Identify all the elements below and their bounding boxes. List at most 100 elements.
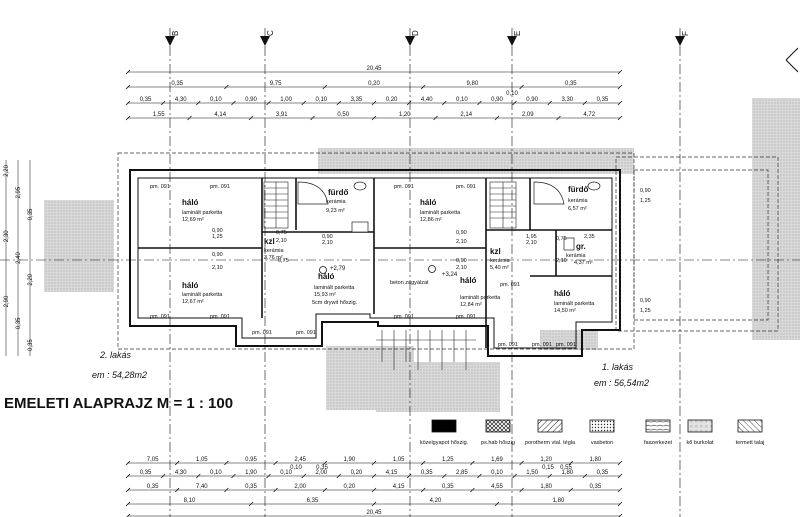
- legend-label: kő burkolat: [687, 440, 714, 446]
- dim-bottom-row3-label: 0,35: [147, 484, 159, 490]
- dim-bottom-row1-tick: [273, 460, 278, 466]
- legend-label: ps.hab hőszig: [481, 440, 515, 446]
- dim-bottom-row3-tick: [617, 487, 623, 493]
- dim-bottom-row2-tick: [160, 473, 166, 479]
- dim-top-row3-label: 4,30: [175, 97, 187, 103]
- dim-bottom-row2-label: 0,10: [491, 470, 503, 476]
- room-halo-2: háló laminált parketta 12,67 m²: [182, 281, 223, 305]
- dim-top-row3b-label: 0,10: [506, 91, 518, 97]
- svg-text:kerámia: kerámia: [264, 248, 285, 254]
- dim-left-label: 0,35: [16, 317, 22, 329]
- svg-text:háló: háló: [420, 198, 437, 207]
- room-halo-4: háló laminált parketta 12,86 m²: [420, 198, 461, 223]
- axis-label-b: B: [171, 31, 180, 36]
- dim-bottom-row1-label: 1,05: [196, 457, 208, 463]
- dim-bottom-row2-label: 1,80: [561, 470, 573, 476]
- svg-text:6,57 m²: 6,57 m²: [568, 206, 587, 212]
- svg-text:háló: háló: [460, 276, 477, 285]
- axis-marker-f: [675, 36, 685, 46]
- axis-label-d: D: [411, 30, 420, 36]
- dim-top-row4-tick: [125, 115, 131, 121]
- svg-text:3,76 m²: 3,76 m²: [264, 255, 283, 261]
- svg-text:2,10: 2,10: [526, 240, 537, 246]
- dim-top-row3-label: 0,10: [456, 97, 468, 103]
- dim-top-row4-tick: [617, 115, 623, 121]
- dim-top-row2-tick: [617, 84, 623, 90]
- svg-text:fürdő: fürdő: [328, 188, 349, 197]
- svg-text:2,35: 2,35: [584, 234, 595, 240]
- dim-bottom-row2-tick: [336, 473, 342, 479]
- dim-top-row3-label: 0,90: [526, 97, 538, 103]
- svg-text:laminált parketta: laminált parketta: [182, 292, 223, 298]
- dim-bottom-row3-tick: [273, 487, 278, 493]
- dim-bottom-row4-tick: [617, 501, 623, 507]
- dim-bottom-row2-tick: [547, 473, 552, 479]
- dim-top-row3-tick: [160, 100, 166, 106]
- dim-top-row1-label: 20,45: [366, 66, 382, 72]
- dim-bottom-row1-label: 7,05: [147, 457, 159, 463]
- dim-bottom-row1b-label: 0,35: [316, 465, 328, 471]
- axis-marker-c: [260, 36, 270, 46]
- svg-text:0,90: 0,90: [322, 234, 333, 240]
- svg-text:pm. 091: pm. 091: [456, 184, 476, 190]
- dim-bottom-row3-tick: [322, 487, 328, 493]
- dim-bottom-row3-tick: [224, 487, 229, 493]
- legend-swatch-solid: [431, 419, 457, 433]
- svg-text:em : 56,54m2: em : 56,54m2: [594, 378, 649, 388]
- legend-swatch-stone: [687, 419, 713, 433]
- svg-text:1,95: 1,95: [526, 234, 537, 240]
- dim-bottom-row3-label: 0,35: [245, 484, 257, 490]
- dim-bottom-row3-label: 4,55: [491, 484, 503, 490]
- legend-label: porotherm vtal. tégla: [525, 440, 576, 446]
- legend-swatch-dots: [589, 419, 615, 433]
- dim-left-label: 2,20: [28, 273, 34, 285]
- svg-text:12,67 m²: 12,67 m²: [182, 299, 204, 305]
- svg-text:0,90: 0,90: [212, 252, 223, 258]
- drawing-title: EMELETI ALAPRAJZ M = 1 : 100: [4, 395, 233, 412]
- inner-dimensions: 0,90 1,25 0,90 2,10 0,75 2,10 0,90 2,10 …: [212, 188, 651, 314]
- dim-top-row4-label: 0,50: [337, 112, 349, 118]
- dim-bottom-row4-tick: [371, 501, 377, 507]
- dim-bottom-row1b-label: 0,15: [542, 465, 554, 471]
- dim-bottom-row2-label: 0,35: [140, 470, 152, 476]
- svg-text:háló: háló: [554, 289, 571, 298]
- dim-bottom-row2-tick: [301, 473, 306, 479]
- dim-top-row1-tick: [125, 69, 131, 75]
- dim-top-row3-tick: [371, 100, 377, 106]
- dim-bottom-row4-label: 4,20: [430, 498, 442, 504]
- dim-top-row4-tick: [433, 115, 438, 121]
- legend-swatch-soil: [737, 419, 763, 433]
- svg-text:0,75: 0,75: [276, 230, 287, 236]
- dim-bottom-row2-tick: [442, 473, 447, 479]
- dim-bottom-row1-tick: [174, 460, 180, 466]
- svg-text:kerámia: kerámia: [326, 199, 347, 205]
- room-furdo-1: fürdő kerámia 9,23 m²: [326, 188, 349, 214]
- balcony-railing: [376, 330, 476, 370]
- svg-text:pm. 091: pm. 091: [556, 342, 576, 348]
- dim-top-row4-tick: [187, 115, 192, 121]
- paving-right: [752, 98, 800, 340]
- dim-top-row3-tick: [266, 100, 271, 106]
- dim-bottom-row4-label: 8,10: [184, 498, 196, 504]
- svg-text:9,23 m²: 9,23 m²: [326, 208, 345, 214]
- dim-left-label: 2,30: [4, 230, 10, 242]
- dim-bottom-row2-tick: [266, 473, 271, 479]
- dim-bottom-row1-label: 1,90: [344, 457, 356, 463]
- dim-top-row3-label: 0,10: [315, 97, 327, 103]
- axis-label-c: C: [266, 30, 275, 36]
- svg-text:pm. 091: pm. 091: [296, 330, 316, 336]
- svg-text:0,75: 0,75: [556, 236, 567, 242]
- svg-text:1,25: 1,25: [640, 198, 651, 204]
- dim-bottom-row2-label: 1,90: [245, 470, 257, 476]
- svg-text:15,93 m²: 15,93 m²: [314, 292, 336, 298]
- dim-top-row3-tick: [125, 100, 131, 106]
- dim-top-row3-label: 0,10: [210, 97, 222, 103]
- svg-text:laminált parketta: laminált parketta: [460, 295, 501, 301]
- dim-top-row3-tick: [196, 100, 201, 106]
- svg-text:pm. 091: pm. 091: [210, 184, 230, 190]
- stairs-right: [489, 181, 517, 229]
- dim-bottom-row2-label: 0,20: [351, 470, 363, 476]
- svg-text:beton zagyálzat: beton zagyálzat: [390, 280, 429, 286]
